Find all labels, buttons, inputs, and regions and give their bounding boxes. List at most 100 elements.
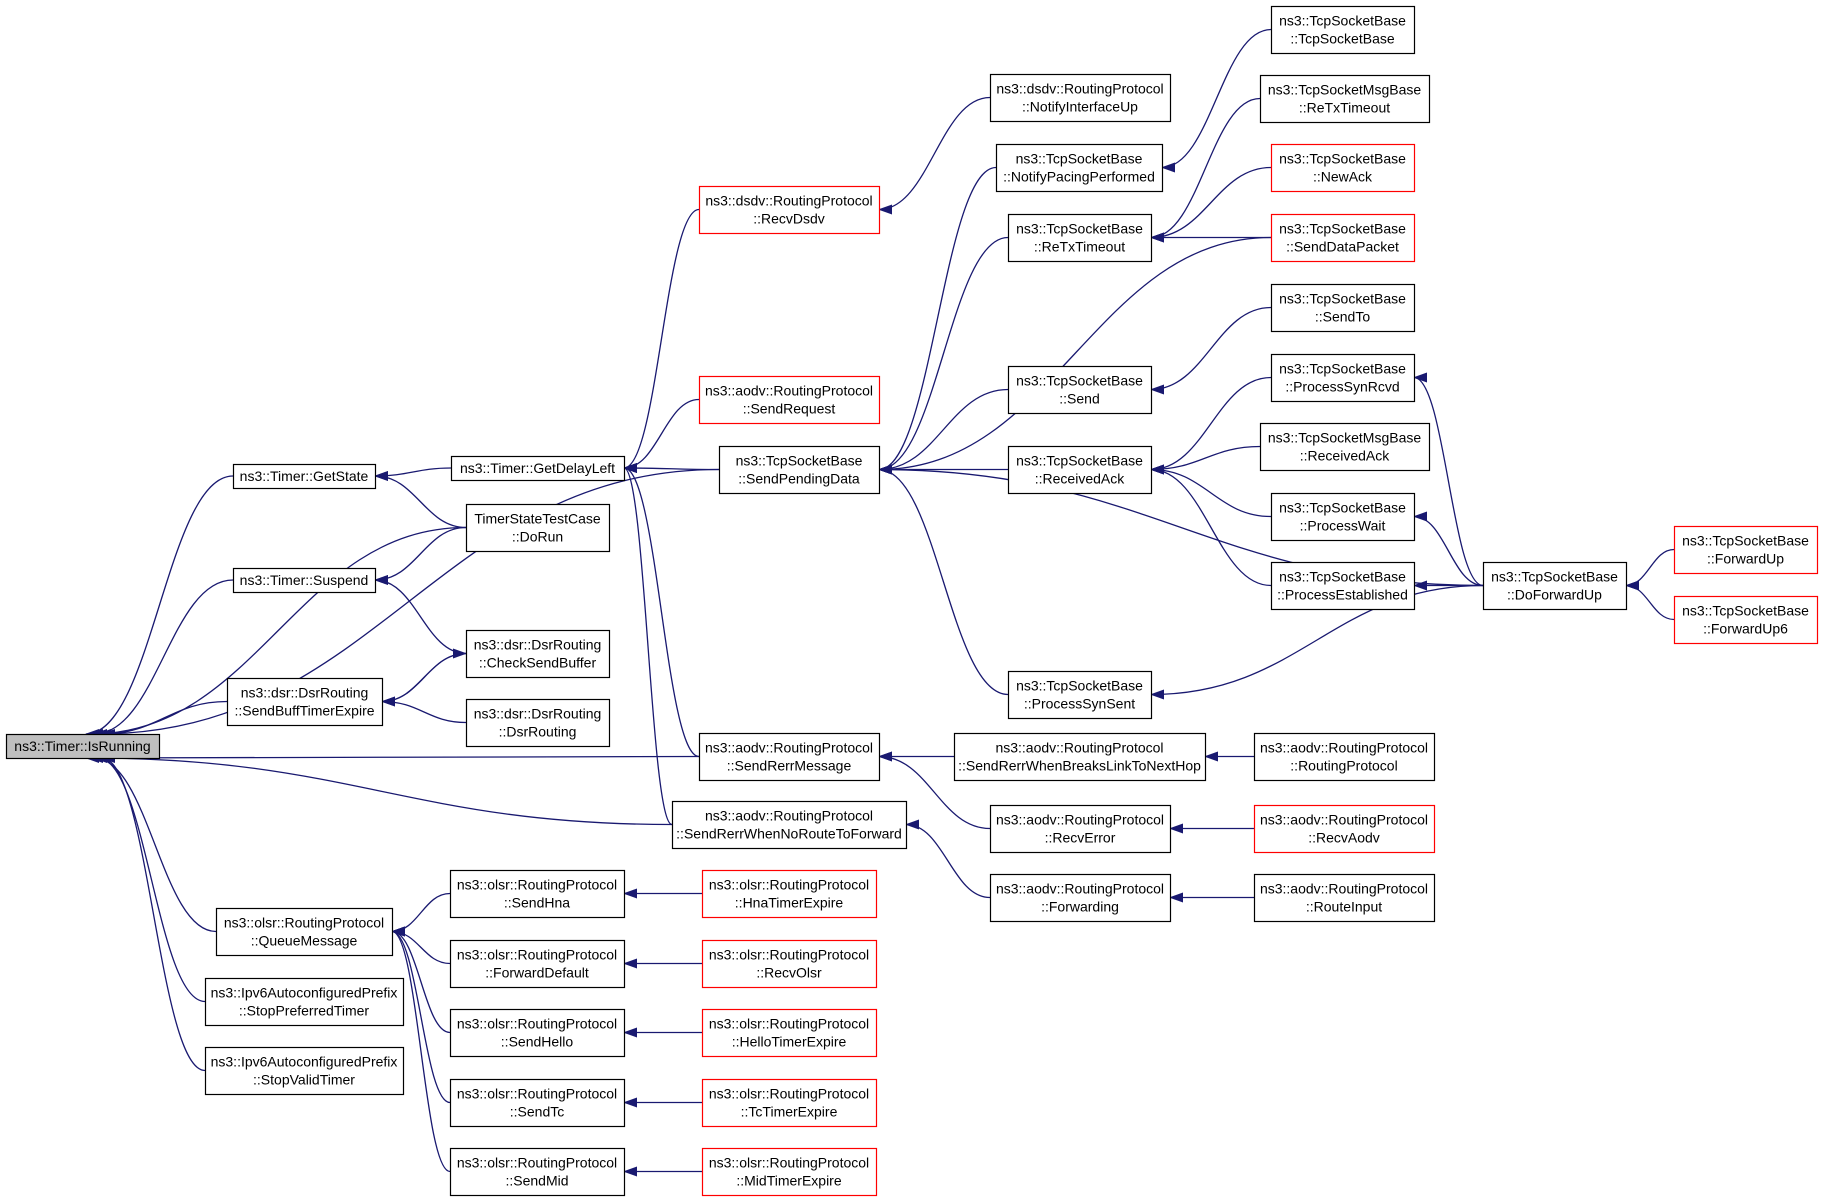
node-label: ::ReTxTimeout — [1034, 239, 1125, 255]
node-stopPreferredTimer[interactable]: ns3::Ipv6AutoconfiguredPrefix::StopPrefe… — [204, 977, 405, 1027]
node-tcpNotifyPacingPerformed[interactable]: ns3::TcpSocketBase::NotifyPacingPerforme… — [995, 143, 1164, 193]
node-tcpProcessWait[interactable]: ns3::TcpSocketBase::ProcessWait — [1270, 492, 1416, 542]
node-box — [1270, 492, 1416, 542]
edge-tcpForwardUp6-to-tcpDoForwardUp — [1625, 580, 1675, 621]
node-getDelayLeft[interactable]: ns3::Timer::GetDelayLeft — [450, 455, 626, 482]
node-checkSendBuffer[interactable]: ns3::dsr::DsrRouting::CheckSendBuffer — [465, 629, 611, 679]
node-box — [1673, 595, 1819, 645]
node-label: ns3::aodv::RoutingProtocol — [705, 383, 873, 399]
node-box — [1270, 5, 1416, 55]
node-dsrRouting[interactable]: ns3::dsr::DsrRouting::DsrRouting — [465, 698, 611, 748]
edge-timerStateDoRun-to-getState — [374, 471, 467, 529]
node-aodvSendRerrMessage[interactable]: ns3::aodv::RoutingProtocol::SendRerrMess… — [698, 732, 881, 782]
node-aodvRouteInput[interactable]: ns3::aodv::RoutingProtocol::RouteInput — [1253, 873, 1436, 923]
node-tcpSendDataPacket[interactable]: ns3::TcpSocketBase::SendDataPacket — [1270, 213, 1416, 263]
node-tcpSendPendingData[interactable]: ns3::TcpSocketBase::SendPendingData — [718, 445, 881, 495]
edge-tcpSendDataPacket-to-tcpSendPendingData — [878, 236, 1272, 475]
node-box — [1270, 353, 1416, 403]
node-label: ns3::TcpSocketBase — [736, 453, 863, 469]
node-label: ns3::TcpSocketBase — [1279, 221, 1406, 237]
node-label: ::NotifyInterfaceUp — [1022, 99, 1138, 115]
node-box — [698, 375, 881, 425]
node-label: ns3::aodv::RoutingProtocol — [996, 812, 1164, 828]
edge-tcpSend-to-tcpSendPendingData — [878, 388, 1009, 475]
node-tcpMsgReceivedAck[interactable]: ns3::TcpSocketMsgBase::ReceivedAck — [1259, 422, 1431, 472]
node-tcpProcessEstablished[interactable]: ns3::TcpSocketBase::ProcessEstablished — [1270, 561, 1416, 611]
node-stopValidTimer[interactable]: ns3::Ipv6AutoconfiguredPrefix::StopValid… — [204, 1046, 405, 1096]
node-olsrSendTc[interactable]: ns3::olsr::RoutingProtocol::SendTc — [449, 1078, 626, 1128]
node-olsrMidTimerExpire[interactable]: ns3::olsr::RoutingProtocol::MidTimerExpi… — [701, 1147, 878, 1197]
node-suspend[interactable]: ns3::Timer::Suspend — [232, 567, 377, 594]
node-box — [1270, 283, 1416, 333]
node-queueMessage[interactable]: ns3::olsr::RoutingProtocol::QueueMessage — [215, 907, 394, 957]
node-label: ::ReceivedAck — [1300, 448, 1390, 464]
node-tcpReTxTimeout[interactable]: ns3::TcpSocketBase::ReTxTimeout — [1007, 213, 1153, 263]
node-tcpDoForwardUp[interactable]: ns3::TcpSocketBase::DoForwardUp — [1482, 561, 1628, 611]
node-dsdvRecvDsdv[interactable]: ns3::dsdv::RoutingProtocol::RecvDsdv — [698, 185, 881, 235]
edge-sendBuffTimerExpire-to-checkSendBuffer — [381, 648, 467, 703]
node-aodvSendRerrBreaks[interactable]: ns3::aodv::RoutingProtocol::SendRerrWhen… — [953, 732, 1207, 782]
node-box — [449, 1078, 626, 1128]
node-box — [701, 869, 878, 919]
node-tcpForwardUp[interactable]: ns3::TcpSocketBase::ForwardUp — [1673, 525, 1819, 575]
node-aodvSendRerrNoRoute[interactable]: ns3::aodv::RoutingProtocol::SendRerrWhen… — [671, 800, 908, 850]
node-label: ns3::TcpSocketBase — [1016, 373, 1143, 389]
node-aodvRecvAodv[interactable]: ns3::aodv::RoutingProtocol::RecvAodv — [1253, 804, 1436, 854]
node-olsrTcTimerExpire[interactable]: ns3::olsr::RoutingProtocol::TcTimerExpir… — [701, 1078, 878, 1128]
node-olsrHnaTimerExpire[interactable]: ns3::olsr::RoutingProtocol::HnaTimerExpi… — [701, 869, 878, 919]
node-box — [449, 869, 626, 919]
edge-getState-to-isRunning — [85, 475, 234, 739]
node-box — [1253, 732, 1436, 782]
node-label: ::SendRerrWhenNoRouteToForward — [676, 826, 902, 842]
node-box — [449, 1008, 626, 1058]
node-olsrSendHna[interactable]: ns3::olsr::RoutingProtocol::SendHna — [449, 869, 626, 919]
edge-aodvSendRerrMessage-to-isRunning — [85, 752, 700, 763]
node-tcpMsgReTxTimeout[interactable]: ns3::TcpSocketMsgBase::ReTxTimeout — [1259, 74, 1431, 124]
edge-tcpForwardUp-to-tcpDoForwardUp — [1625, 548, 1675, 591]
node-dsdvNotifyInterfaceUp[interactable]: ns3::dsdv::RoutingProtocol::NotifyInterf… — [989, 73, 1172, 123]
node-box — [449, 1147, 626, 1197]
node-olsrSendMid[interactable]: ns3::olsr::RoutingProtocol::SendMid — [449, 1147, 626, 1197]
node-box — [1270, 213, 1416, 263]
node-aodvForwarding[interactable]: ns3::aodv::RoutingProtocol::Forwarding — [989, 873, 1172, 923]
node-olsrForwardDefault[interactable]: ns3::olsr::RoutingProtocol::ForwardDefau… — [449, 939, 626, 989]
node-aodvSendRequest[interactable]: ns3::aodv::RoutingProtocol::SendRequest — [698, 375, 881, 425]
node-tcpSendTo[interactable]: ns3::TcpSocketBase::SendTo — [1270, 283, 1416, 333]
node-tcpForwardUp6[interactable]: ns3::TcpSocketBase::ForwardUp6 — [1673, 595, 1819, 645]
node-tcpNewAck[interactable]: ns3::TcpSocketBase::NewAck — [1270, 143, 1416, 193]
node-label: ns3::TcpSocketBase — [1016, 221, 1143, 237]
edge-tcpCtor-to-tcpNotifyPacingPerformed — [1161, 28, 1272, 173]
node-olsrHelloTimerExpire[interactable]: ns3::olsr::RoutingProtocol::HelloTimerEx… — [701, 1008, 878, 1058]
node-box — [204, 977, 405, 1027]
node-aodvRoutingProtocolCtor[interactable]: ns3::aodv::RoutingProtocol::RoutingProto… — [1253, 732, 1436, 782]
node-label: ns3::aodv::RoutingProtocol — [996, 881, 1164, 897]
node-label: ns3::TcpSocketBase — [1279, 151, 1406, 167]
node-olsrRecvOlsr[interactable]: ns3::olsr::RoutingProtocol::RecvOlsr — [701, 939, 878, 989]
node-getState[interactable]: ns3::Timer::GetState — [232, 463, 377, 490]
node-tcpProcessSynSent[interactable]: ns3::TcpSocketBase::ProcessSynSent — [1007, 670, 1153, 720]
node-label: ::NotifyPacingPerformed — [1003, 169, 1155, 185]
node-box — [465, 503, 611, 553]
node-tcpReceivedAck[interactable]: ns3::TcpSocketBase::ReceivedAck — [1007, 445, 1153, 495]
node-label: ns3::TcpSocketBase — [1682, 603, 1809, 619]
node-box — [1259, 422, 1431, 472]
node-tcpSend[interactable]: ns3::TcpSocketBase::Send — [1007, 365, 1153, 415]
node-olsrSendHello[interactable]: ns3::olsr::RoutingProtocol::SendHello — [449, 1008, 626, 1058]
node-timerStateDoRun[interactable]: TimerStateTestCase::DoRun — [465, 503, 611, 553]
edge-suspend-to-isRunning — [93, 579, 234, 739]
node-box — [1270, 561, 1416, 611]
node-label: ns3::dsr::DsrRouting — [474, 706, 602, 722]
node-tcpProcessSynRcvd[interactable]: ns3::TcpSocketBase::ProcessSynRcvd — [1270, 353, 1416, 403]
node-label: ::Forwarding — [1041, 899, 1119, 915]
edge-dsdvRecvDsdv-to-getDelayLeft — [623, 208, 700, 473]
node-label: ::SendRerrMessage — [727, 758, 852, 774]
node-sendBuffTimerExpire[interactable]: ns3::dsr::DsrRouting::SendBuffTimerExpir… — [226, 677, 384, 727]
node-box — [226, 677, 384, 727]
edge-tcpNotifyPacingPerformed-to-tcpSendPendingData — [878, 166, 997, 475]
edge-aodvRecvError-to-aodvSendRerrMessage — [878, 751, 991, 830]
node-label: ns3::TcpSocketBase — [1016, 151, 1143, 167]
node-box — [701, 1008, 878, 1058]
node-tcpCtor[interactable]: ns3::TcpSocketBase::TcpSocketBase — [1270, 5, 1416, 55]
node-aodvRecvError[interactable]: ns3::aodv::RoutingProtocol::RecvError — [989, 804, 1172, 854]
node-box — [701, 1147, 878, 1197]
